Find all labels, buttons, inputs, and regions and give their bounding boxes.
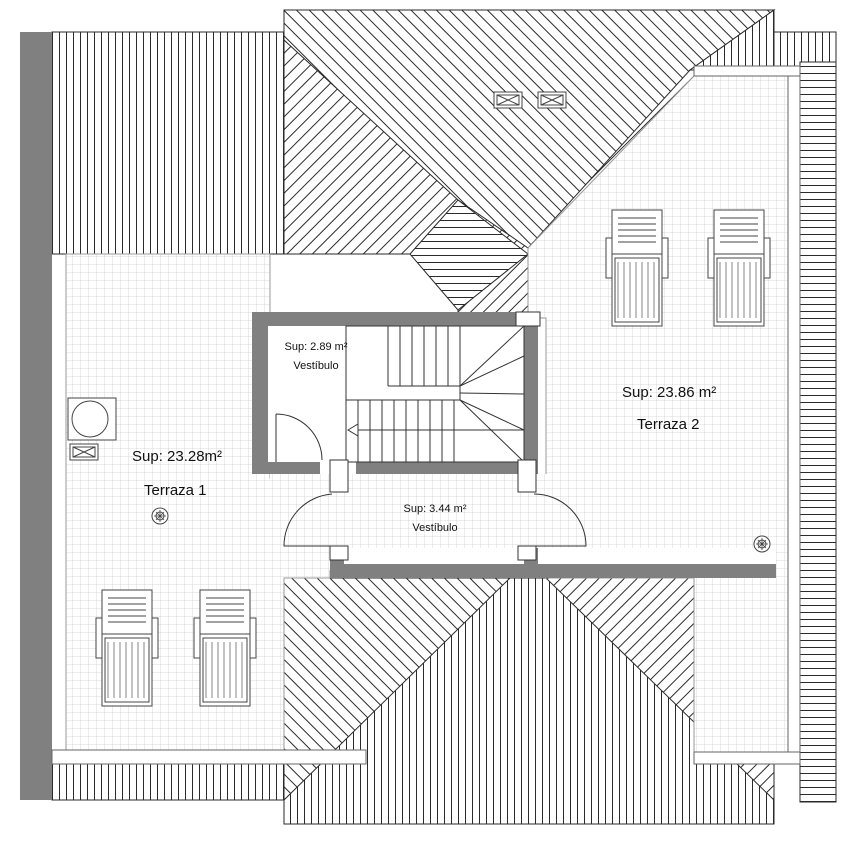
roof-top-center xyxy=(283,9,776,319)
sun-lounger-icon xyxy=(605,209,669,327)
roof-vent-icon xyxy=(537,91,567,109)
stair-core xyxy=(252,312,538,474)
left-bottom-parapet xyxy=(51,749,367,765)
sun-lounger-icon xyxy=(707,209,771,327)
bottom-parapet xyxy=(693,751,801,765)
terraza-1-area: Sup: 23.28m² xyxy=(132,448,223,465)
vestibulo-upper-name: Vestíbulo xyxy=(293,360,339,372)
floor-drain-icon xyxy=(151,507,169,525)
top-parapet xyxy=(693,65,801,77)
right-parapet xyxy=(787,67,801,755)
roof-top-right xyxy=(688,9,837,77)
roof-vent-icon xyxy=(493,91,523,109)
stair-direction-arrow xyxy=(347,423,359,437)
stair-door xyxy=(275,413,323,462)
terraza-2-area: Sup: 23.86 m² xyxy=(622,384,717,401)
ac-unit-icon xyxy=(67,397,117,461)
terraza-1-name: Terraza 1 xyxy=(144,482,207,499)
sun-lounger-icon xyxy=(193,589,257,707)
roof-bottom-left xyxy=(51,763,285,801)
columns xyxy=(329,311,541,561)
vestibulo-lower-area: Sup: 3.44 m² xyxy=(403,503,467,515)
vestibule-lower-wall xyxy=(330,548,776,578)
sun-lounger-icon xyxy=(95,589,159,707)
vestibulo-upper-area: Sup: 2.89 m² xyxy=(284,341,348,353)
double-door-right xyxy=(533,493,587,547)
double-door-left xyxy=(283,493,333,547)
floor-drain-icon xyxy=(753,535,771,553)
vestibulo-lower-name: Vestíbulo xyxy=(412,522,458,534)
left-exterior-wall xyxy=(20,32,52,800)
roof-right-strip xyxy=(799,61,837,803)
terraza-2-name: Terraza 2 xyxy=(637,416,700,433)
roof-top-left xyxy=(51,31,285,255)
